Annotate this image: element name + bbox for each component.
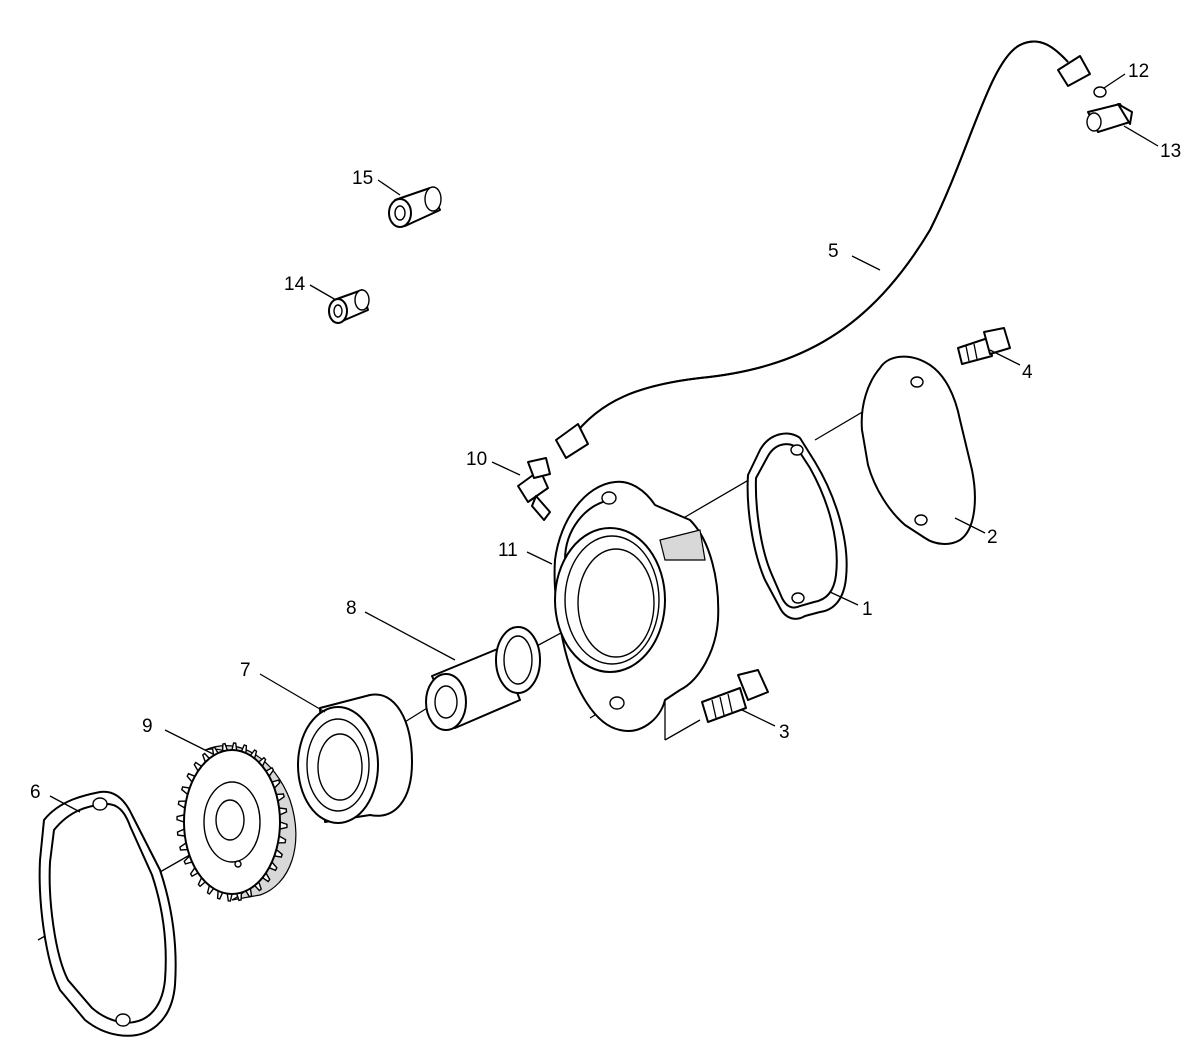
callout-9: 9 <box>142 716 153 737</box>
part-1-gasket <box>746 432 848 620</box>
part-3-bolt <box>701 669 769 723</box>
part-5-oil-tube <box>555 40 1091 459</box>
part-11-housing <box>553 480 720 732</box>
part-7-bearing <box>297 693 413 824</box>
callout-10: 10 <box>466 449 487 470</box>
part-2-cover-plate <box>860 355 976 545</box>
leader-lines <box>49 73 1159 813</box>
part-10-elbow-fitting <box>517 457 551 521</box>
callout-13: 13 <box>1160 141 1181 162</box>
callout-4: 4 <box>1022 362 1033 383</box>
callout-12: 12 <box>1128 61 1149 82</box>
part-15-nut <box>388 186 442 228</box>
callout-11: 11 <box>498 540 518 561</box>
part-9-gear <box>176 742 297 902</box>
callout-1: 1 <box>862 599 873 620</box>
part-8-sleeve <box>425 626 541 731</box>
callout-2: 2 <box>987 527 998 548</box>
part-4-bolt <box>957 327 1011 365</box>
callout-14: 14 <box>284 274 306 295</box>
part-14-nut <box>328 289 370 324</box>
part-12-o-ring <box>1093 86 1107 98</box>
callout-7: 7 <box>240 660 251 681</box>
callout-5: 5 <box>828 241 839 262</box>
part-6-cover-gasket <box>38 790 177 1037</box>
part-13-connector <box>1086 103 1133 133</box>
callout-3: 3 <box>779 722 790 743</box>
callout-8: 8 <box>346 598 357 619</box>
callout-6: 6 <box>30 782 41 803</box>
callouts: 1 2 3 4 5 6 7 8 9 10 11 12 13 14 15 <box>30 61 1181 803</box>
callout-15: 15 <box>352 168 373 189</box>
